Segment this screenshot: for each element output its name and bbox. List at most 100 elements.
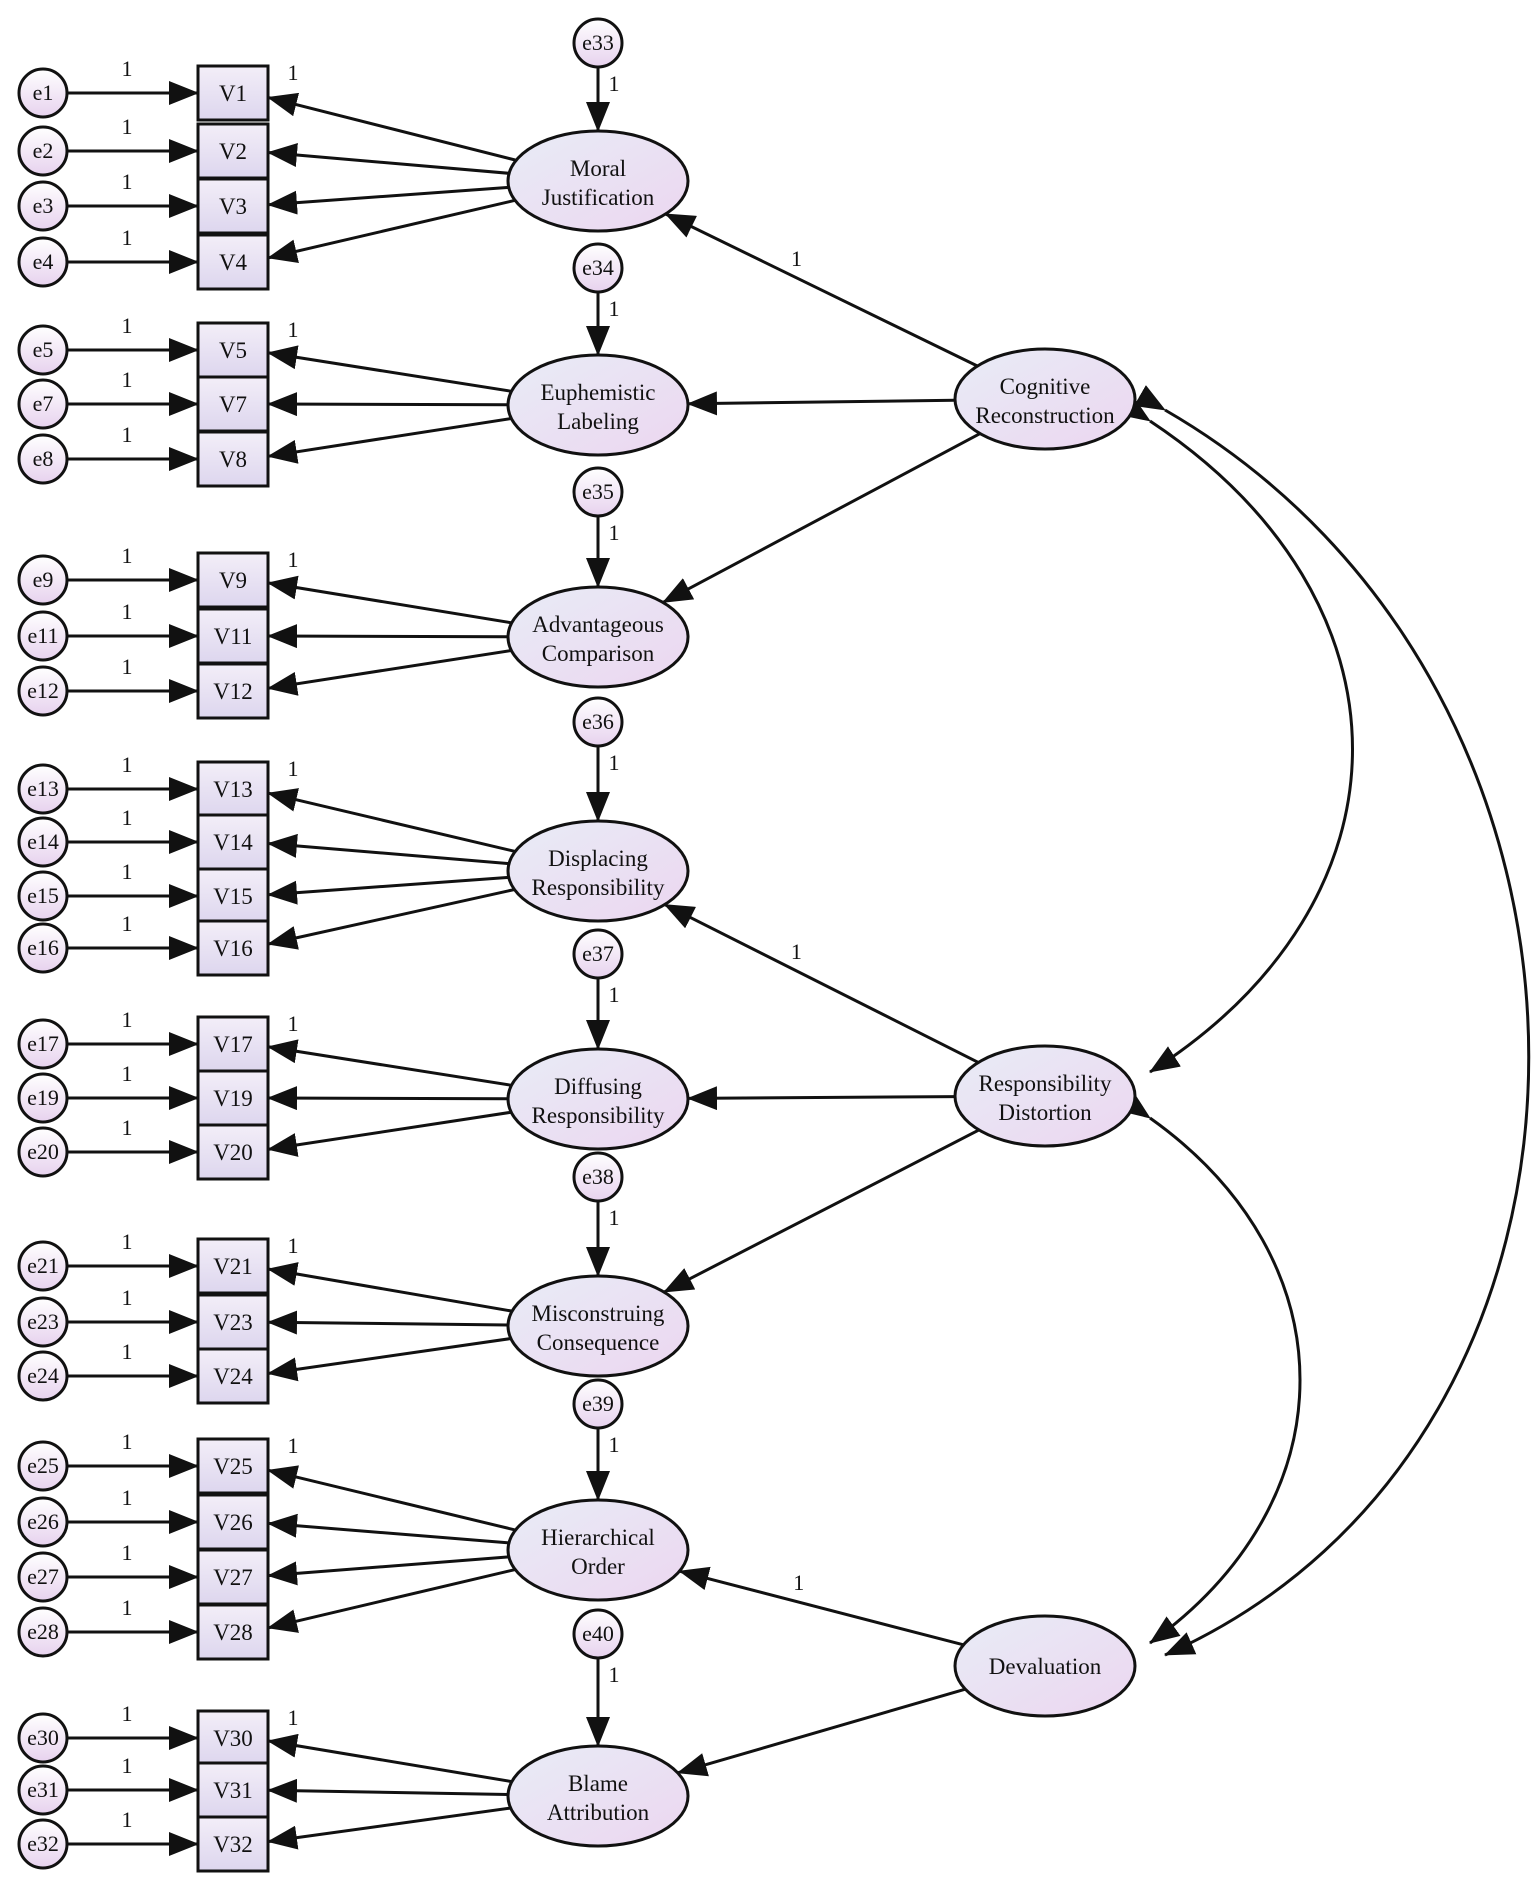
error-e2-label: e2 (33, 138, 54, 163)
factor-advantageous-comparison-label-line-2: Comparison (542, 641, 655, 666)
observed-v30-box (196, 1709, 270, 1767)
error-e28-circle (17, 1606, 69, 1658)
hierarchical-order-to-v26-loading-arrow (267, 1513, 510, 1545)
factor-advantageous-comparison-label-line-1: Advantageous (532, 612, 664, 637)
observed-v1-box (196, 64, 270, 122)
observed-v8-box (196, 430, 270, 488)
factor-misconstruing-consequence-label-line-1: Misconstruing (532, 1301, 665, 1326)
error-e8-circle (17, 433, 69, 485)
disturbance-e33-label: e33 (582, 30, 614, 55)
observed-v3-box (196, 177, 270, 235)
disturbance-e37-circle (572, 928, 624, 980)
observed-v26-label: V26 (213, 1510, 253, 1535)
disturbance-e37-path-coefficient: 1 (609, 982, 620, 1007)
error-e12-path-coefficient: 1 (122, 654, 133, 679)
error-e11-label: e11 (28, 623, 59, 648)
disturbance-e38-label: e38 (582, 1164, 614, 1189)
advantageous-comparison-to-v12-loading-arrow (267, 648, 512, 696)
error-e5-path-coefficient: 1 (122, 313, 133, 338)
error-e21-path-coefficient: 1 (122, 1229, 133, 1254)
observed-v13-box (196, 760, 270, 818)
error-e14-path-coefficient: 1 (122, 805, 133, 830)
covariance-cognitive-reconstruction-devaluation-arc (1133, 385, 1531, 1657)
observed-v3-label: V3 (219, 194, 247, 219)
error-e4-path-coefficient: 1 (122, 225, 133, 250)
responsibility-distortion-to-displacing-responsibility-arrow (663, 903, 979, 1064)
disturbance-e39-label: e39 (582, 1391, 614, 1416)
error-e21-label: e21 (27, 1253, 59, 1278)
responsibility-distortion-fixed-loading-label: 1 (791, 939, 802, 964)
paths-layer (67, 67, 1531, 1856)
observed-v16-label: V16 (213, 936, 253, 961)
observed-v1-label: V1 (219, 81, 247, 106)
error-e32-label: e32 (27, 1831, 59, 1856)
observed-v20-box (196, 1123, 270, 1181)
disturbance-e36-path-coefficient: 1 (609, 750, 620, 775)
advantageous-comparison-fixed-loading-label: 1 (288, 547, 299, 572)
blame-attribution-to-v32-loading-arrow (267, 1806, 511, 1850)
observed-v30-label: V30 (213, 1726, 253, 1751)
observed-v15-label: V15 (213, 884, 253, 909)
error-e19-path-coefficient: 1 (122, 1061, 133, 1086)
misconstruing-consequence-to-v24-loading-arrow (267, 1337, 512, 1382)
higher-factor-cognitive-reconstruction-ellipse (953, 347, 1137, 451)
hierarchical-order-to-v25-loading-arrow (267, 1465, 516, 1532)
error-e12-label: e12 (27, 678, 59, 703)
error-e15-path-coefficient: 1 (122, 859, 133, 884)
observed-v19-box (196, 1069, 270, 1127)
observed-v7-box (196, 375, 270, 433)
error-e23-circle (17, 1296, 69, 1348)
error-e5-circle (17, 324, 69, 376)
factor-moral-justification-ellipse (506, 129, 690, 233)
covariance-cognitive-reconstruction-responsibility-distortion-arc (1119, 394, 1354, 1074)
error-e4-label: e4 (33, 249, 54, 274)
error-e26-circle (17, 1496, 69, 1548)
factor-diffusing-responsibility-ellipse (506, 1047, 690, 1151)
error-e17-label: e17 (27, 1031, 59, 1056)
error-e23-path-coefficient: 1 (122, 1285, 133, 1310)
error-e20-label: e20 (27, 1139, 59, 1164)
error-e12-circle (17, 665, 69, 717)
moral-justification-to-v4-loading-arrow (267, 198, 516, 264)
error-e14-label: e14 (27, 829, 59, 854)
higher-factor-devaluation-label-line-1: Devaluation (989, 1654, 1102, 1679)
observed-v17-label: V17 (213, 1032, 253, 1057)
cognitive-reconstruction-to-moral-justification-arrow (664, 212, 979, 368)
covariance-responsibility-distortion-devaluation-arc (1119, 1091, 1302, 1645)
error-e13-circle (17, 763, 69, 815)
error-e26-label: e26 (27, 1509, 59, 1534)
factor-hierarchical-order-label-line-1: Hierarchical (541, 1525, 655, 1550)
disturbance-e39-circle (572, 1378, 624, 1430)
observed-v28-box (196, 1603, 270, 1661)
misconstruing-consequence-to-v21-loading-arrow (267, 1262, 513, 1313)
euphemistic-labeling-to-v7-loading-arrow (267, 392, 509, 417)
displacing-responsibility-to-v16-loading-arrow (267, 888, 515, 950)
factor-displacing-responsibility-ellipse (506, 819, 690, 923)
observed-v2-box (196, 122, 270, 180)
factor-euphemistic-labeling-ellipse (506, 353, 690, 457)
disturbance-e38-path-coefficient: 1 (609, 1205, 620, 1230)
blame-attribution-fixed-loading-label: 1 (288, 1705, 299, 1730)
factor-hierarchical-order-label-line-2: Order (571, 1554, 625, 1579)
observed-v12-label: V12 (213, 679, 253, 704)
error-e24-path-coefficient: 1 (122, 1339, 133, 1364)
advantageous-comparison-to-v11-loading-arrow (267, 624, 509, 649)
observed-v13-label: V13 (213, 777, 253, 802)
observed-v17-box (196, 1015, 270, 1073)
error-e8-path-coefficient: 1 (122, 422, 133, 447)
blame-attribution-to-v30-loading-arrow (267, 1733, 513, 1784)
factor-displacing-responsibility-label-line-1: Displacing (548, 846, 648, 871)
factor-diffusing-responsibility-label-line-2: Responsibility (532, 1103, 665, 1128)
displacing-responsibility-to-v15-loading-arrow (267, 875, 509, 905)
factor-moral-justification-label-line-2: Justification (542, 185, 655, 210)
error-e28-label: e28 (27, 1619, 59, 1644)
error-e30-label: e30 (27, 1725, 59, 1750)
disturbance-e36-circle (572, 696, 624, 748)
observed-v14-box (196, 813, 270, 871)
error-e1-circle (17, 67, 69, 119)
error-e31-path-coefficient: 1 (122, 1753, 133, 1778)
error-e31-label: e31 (27, 1777, 59, 1802)
error-e32-circle (17, 1818, 69, 1870)
